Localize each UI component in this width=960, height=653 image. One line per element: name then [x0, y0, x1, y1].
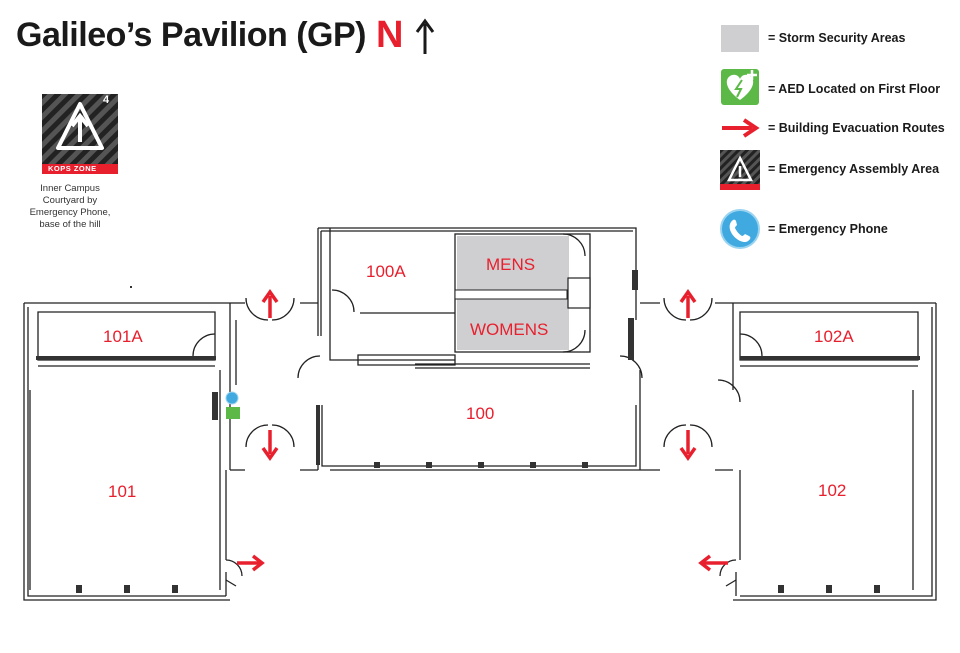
- room-101-label: 101: [108, 482, 137, 501]
- aed-marker: [226, 407, 240, 419]
- room-100-label: 100: [466, 404, 495, 423]
- north-letter: N: [376, 14, 404, 56]
- legend-label-assembly: = Emergency Assembly Area: [768, 162, 940, 176]
- legend-label-evacuation: = Building Evacuation Routes: [768, 121, 945, 135]
- aed-icon: [721, 69, 759, 105]
- legend-label-aed: = AED Located on First Floor: [768, 82, 941, 96]
- north-arrow-icon: [415, 18, 435, 54]
- map-title: Galileo’s Pavilion (GP): [16, 16, 367, 54]
- emergency-phone-icon: [720, 209, 760, 249]
- room-100a-label: 100A: [366, 262, 406, 281]
- evacuation-arrow-icon: [722, 118, 760, 138]
- legend-label-storm: = Storm Security Areas: [768, 31, 906, 45]
- room-mens-label: MENS: [486, 255, 536, 274]
- room-101a-label: 101A: [103, 327, 143, 346]
- legend-label-phone: = Emergency Phone: [768, 222, 888, 236]
- kops-caption: Inner Campus Courtyard by Emergency Phon…: [29, 183, 111, 230]
- kops-zone-icon: [720, 150, 760, 190]
- emergency-phone-marker: [225, 391, 239, 405]
- room-102a-label: 102A: [814, 327, 854, 346]
- storm-security-swatch: [721, 25, 759, 52]
- room-102-label: 102: [818, 481, 847, 500]
- kops-zone-number: 4: [103, 94, 110, 106]
- kops-zone-text: KOPS ZONE: [48, 164, 97, 173]
- room-womens-label: WOMENS: [470, 320, 549, 339]
